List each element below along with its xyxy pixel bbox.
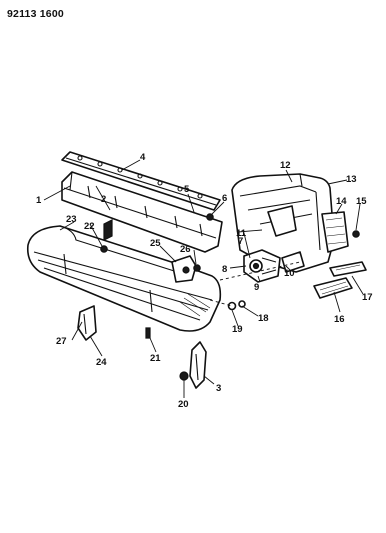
fastener-15 xyxy=(352,230,360,238)
callout-27: 27 xyxy=(56,336,67,347)
callout-17: 17 xyxy=(362,292,373,303)
callout-14: 14 xyxy=(336,196,347,207)
callout-25: 25 xyxy=(150,238,161,249)
callout-19: 19 xyxy=(232,324,243,335)
vehicle-body-section xyxy=(231,173,349,273)
callout-15: 15 xyxy=(356,196,367,207)
callout-10: 10 xyxy=(284,268,295,279)
fascia-mount-bracket xyxy=(171,255,197,283)
diagram-code: 92113 1600 xyxy=(7,8,64,20)
callout-5: 5 xyxy=(184,184,190,195)
callout-12: 12 xyxy=(280,160,291,171)
callout-16: 16 xyxy=(334,314,345,325)
fastener-20 xyxy=(179,371,189,381)
callout-3: 3 xyxy=(216,383,221,394)
callout-24: 24 xyxy=(96,357,107,368)
bumper-fascia xyxy=(26,225,222,332)
fastener-22 xyxy=(100,245,108,253)
callout-4: 4 xyxy=(140,152,146,163)
fastener-6 xyxy=(206,213,214,221)
callout-11: 11 xyxy=(236,228,247,239)
leader-lines xyxy=(43,159,364,398)
callout-26: 26 xyxy=(180,244,191,255)
nut-18 xyxy=(238,300,246,308)
fastener-21 xyxy=(145,327,151,339)
callout-6: 6 xyxy=(222,193,227,204)
lower-trim-pieces xyxy=(313,261,367,299)
alignment-lines xyxy=(209,261,301,307)
callouts: 1 2 3 4 5 6 7 8 9 10 11 12 13 14 15 16 1… xyxy=(36,152,373,410)
callout-13: 13 xyxy=(346,174,357,185)
callout-23: 23 xyxy=(66,214,77,225)
callout-18: 18 xyxy=(258,313,269,324)
lower-end-cap xyxy=(77,305,97,341)
callout-9: 9 xyxy=(254,282,259,293)
callout-2: 2 xyxy=(101,194,106,205)
upper-reinforcement-strip xyxy=(61,151,221,211)
callout-8: 8 xyxy=(222,264,227,275)
washer-19 xyxy=(227,301,237,311)
fastener-26 xyxy=(193,264,201,272)
callout-7: 7 xyxy=(238,236,243,247)
callout-1: 1 xyxy=(36,195,42,206)
callout-21: 21 xyxy=(150,353,161,364)
inner-panel xyxy=(267,205,297,237)
bumper-reinforcement-beam xyxy=(61,171,223,253)
end-bracket xyxy=(189,341,207,389)
callout-20: 20 xyxy=(178,399,189,410)
callout-22: 22 xyxy=(84,221,95,232)
fasteners xyxy=(100,213,360,381)
energy-absorber-assembly xyxy=(243,249,305,283)
